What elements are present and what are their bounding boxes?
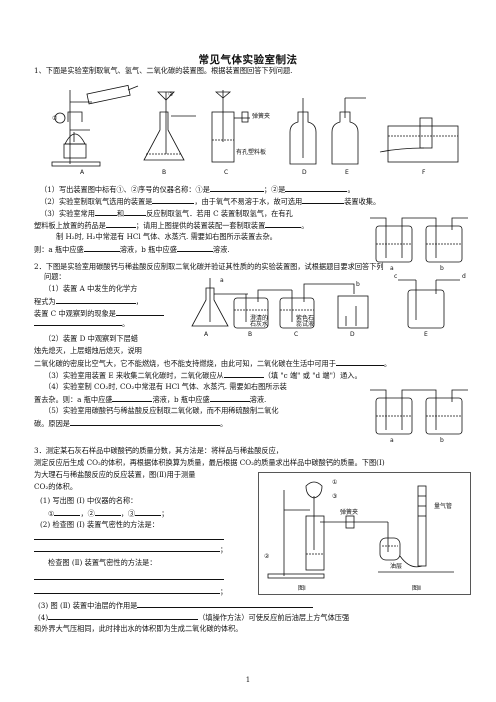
label-c: C xyxy=(294,331,298,338)
litmus-label-2: 蕊试液 xyxy=(296,320,314,328)
bottle-b-label: b xyxy=(440,265,444,272)
q3-stem-2: 测定反应后生成 CO₂的体积，再根据体积换算为质量，最后根据 CO₂的质量求出样… xyxy=(34,458,385,467)
q3-stem-3: 为大理石与稀盐酸反应的反应装置，图(Ⅱ)用于测量 xyxy=(34,470,196,479)
q3-figure-frame xyxy=(258,472,471,595)
q3-p2b-blank xyxy=(34,572,224,582)
q1-sub3-cont: 塑料板上放置的药品是；请用上图提供的装置装配一套制取装置。 xyxy=(34,221,309,230)
marker-2: ② xyxy=(264,553,270,560)
q3-p1: (1) 写出图 (Ⅰ) 中仪器的名称： xyxy=(40,496,138,505)
litmus-label: 紫色石 xyxy=(296,314,314,322)
q2-p1-b: 程式为， xyxy=(34,297,143,306)
q2-stem-2: 问题： xyxy=(44,272,66,281)
q3-p2-blank-2: ； xyxy=(34,544,227,554)
q2-p2-a: （2）装置 D 中观察到下层蜡 xyxy=(44,334,138,343)
bottle-a-label: a xyxy=(390,437,394,444)
q1-wash-bottles-figure: a b xyxy=(370,217,468,272)
q3-p3: (3) 图 (Ⅱ) 装置中油层的作用是 xyxy=(38,600,314,610)
marker-1: ① xyxy=(52,115,57,122)
page-number: 1 xyxy=(245,676,251,684)
q3-stem-1: 3．测定某石灰石样品中碳酸钙的质量分数，其方法是：将样品与稀盐酸反应， xyxy=(34,446,283,455)
q3-stem-4: CO₂的体积。 xyxy=(34,482,78,491)
q2-p4-a: （4）实验室制 CO₂时, CO₂中常混有 HCl 气体、水蒸汽. 需要如右图所… xyxy=(44,382,287,391)
q2-p1-d: 。 xyxy=(34,318,129,328)
q1-sub3: （3）实验室常用和反应制取氢气．若用 C 装置制取氢气，在有孔 xyxy=(40,209,293,218)
apparatus-c xyxy=(211,90,250,163)
q1-sub5: 则：a 瓶中应盛溶液，b 瓶中应盛溶液. xyxy=(34,245,230,254)
label-f: F xyxy=(422,169,426,176)
apparatus-b xyxy=(143,91,196,161)
figure-2-label: 图Ⅱ xyxy=(412,585,421,592)
limewater-label: 澄清的 xyxy=(250,314,268,322)
apparatus-a xyxy=(51,84,139,167)
q2-wash-bottles-figure: a b xyxy=(370,389,468,444)
tube-a-label: a xyxy=(220,277,224,284)
limewater-label-2: 石灰水 xyxy=(250,320,268,328)
label-d: D xyxy=(350,331,355,338)
port-d-label: d xyxy=(462,273,466,280)
marker-3: ③ xyxy=(332,493,337,500)
q2-p5-a: （5）实验室用碳酸钙与稀盐酸反应制取二氧化碳，而不用稀硫酸制二氧化 xyxy=(44,406,279,415)
q2-p5-b: 碳。原因是。 xyxy=(34,419,228,428)
q3-p4-cont: 和外界大气压相同，此时排出水的体积即为生成二氧化碳的体积。 xyxy=(34,624,243,633)
tube-b-label: b xyxy=(356,281,360,288)
q2-p1-a: （1）装置 A 中发生的化学方 xyxy=(44,284,138,293)
label-c: C xyxy=(224,169,228,176)
apparatus-d xyxy=(289,98,317,165)
q1-sub2: （2）实验室制取氧气选用的装置是，由于氧气不易溶于水，故可选用装置收集。 xyxy=(40,197,381,206)
q3-p4: (4)（填操作方法）可使反应前后油层上方气体压强 xyxy=(38,613,350,622)
q3-p2b-blank-2: ； xyxy=(34,586,227,596)
q3-p2b: 检查图 (Ⅱ) 装置气密性的方法是： xyxy=(48,558,157,567)
marker-2: ② xyxy=(168,91,174,98)
q3-p2: (2) 检查图 (Ⅰ) 装置气密性的方法是： xyxy=(40,520,159,529)
label-b: B xyxy=(162,169,166,176)
oil-layer-label: 油层 xyxy=(390,562,402,570)
label-e: E xyxy=(424,331,428,338)
bottle-a-label: a xyxy=(390,265,394,272)
label-b: B xyxy=(248,331,252,338)
worksheet-title: 常见气体实验室制法 xyxy=(198,54,298,66)
apparatus-f xyxy=(379,117,459,163)
apparatus-e xyxy=(331,97,366,165)
q2-stem-1: 2．下图是实验室用碳酸钙与稀盐酸反应制取二氧化碳并验证其性质的的实验装置图，试根… xyxy=(34,262,384,271)
q1-stem: 1、下面是实验室制取氧气、氢气、二氧化碳的装置图。根据装置图回答下列问题. xyxy=(34,66,293,75)
label-e: E xyxy=(345,169,349,176)
spring-clip-label: 弹簧夹 xyxy=(340,508,358,516)
q2-p2-c: 二氧化碳的密度比空气大，它不能燃烧，也不能支持燃烧，由此可知，二氧化碳在生活中可… xyxy=(34,359,392,368)
q1-sub4: 制 H₂时, H₂中常混有 HCl 气体、水蒸汽. 需要如右图所示装置去杂。 xyxy=(56,232,277,241)
bottle-b-label: b xyxy=(440,437,444,444)
q1-sub1: （1）写出装置图中标有①、②序号的仪器名称：①是；②是。 xyxy=(40,185,355,194)
port-c-label: c xyxy=(394,273,397,280)
label-a: A xyxy=(204,331,209,338)
q2-p1-c: 装置 C 中观察到的现象是 xyxy=(34,308,164,318)
figure-1-label: 图Ⅰ xyxy=(298,585,306,592)
label-d: D xyxy=(302,169,307,176)
q3-p2-blank xyxy=(34,532,224,542)
q2-apparatus-figure: 澄清的 石灰水 紫色石 蕊试液 A B C D E a b c d xyxy=(191,273,466,338)
spring-clip-label: 弹簧夹 xyxy=(252,112,270,120)
perforated-plate-label: 有孔塑料板 xyxy=(236,148,266,156)
q3-apparatus-figure: ① ③ ② 弹簧夹 量气管 油层 图Ⅰ 图Ⅱ xyxy=(258,472,471,595)
q2-p2-b: 烛先熄灭，上层蜡烛后熄灭，说明 xyxy=(34,346,142,355)
q2-p3: （3）实验室用装置 E 来收集二氧化碳时，二氧化碳应从（填 "c 端" 或 "d… xyxy=(44,371,362,380)
label-a: A xyxy=(80,169,85,176)
marker-1: ① xyxy=(332,479,337,486)
gas-burette-label: 量气管 xyxy=(434,502,452,510)
q3-p1-items: ①，②，③； xyxy=(48,509,169,518)
q2-p4-b: 置去杂。则：a 瓶中应盛溶液，b 瓶中应盛溶液. xyxy=(34,395,267,404)
q1-apparatus-figure: ① ② 弹簧夹 有孔塑料板 A B C D E F xyxy=(51,84,459,176)
